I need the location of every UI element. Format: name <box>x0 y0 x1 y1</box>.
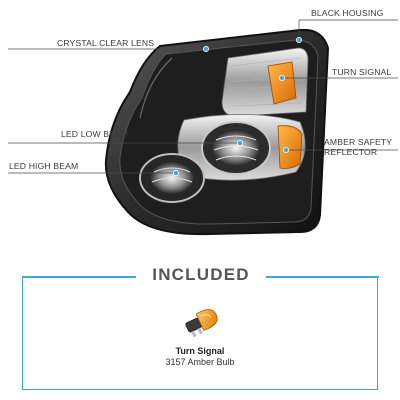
callout-black-housing: BLACK HOUSING <box>311 8 384 18</box>
included-title: INCLUDED <box>152 265 250 284</box>
callout-turn-signal: TURN SIGNAL <box>332 67 392 77</box>
callout-led-low-beam: LED LOW BEAM <box>61 129 129 139</box>
included-box <box>22 276 378 390</box>
included-divider-left <box>22 276 136 278</box>
included-item-description: 3157 Amber Bulb <box>165 357 235 367</box>
included-divider-right <box>266 276 379 278</box>
product-area: CRYSTAL CLEAR LENS BLACK HOUSING TURN SI… <box>8 8 398 236</box>
bulb-image <box>185 309 218 338</box>
callout-amber-safety-reflector: AMBER SAFETY REFLECTOR <box>324 137 393 157</box>
included-item-name: Turn Signal <box>175 346 225 356</box>
callout-led-high-beam: LED HIGH BEAM <box>9 161 79 171</box>
callout-crystal-clear-lens: CRYSTAL CLEAR LENS <box>57 38 155 48</box>
headlight-assembly-image <box>8 19 398 236</box>
